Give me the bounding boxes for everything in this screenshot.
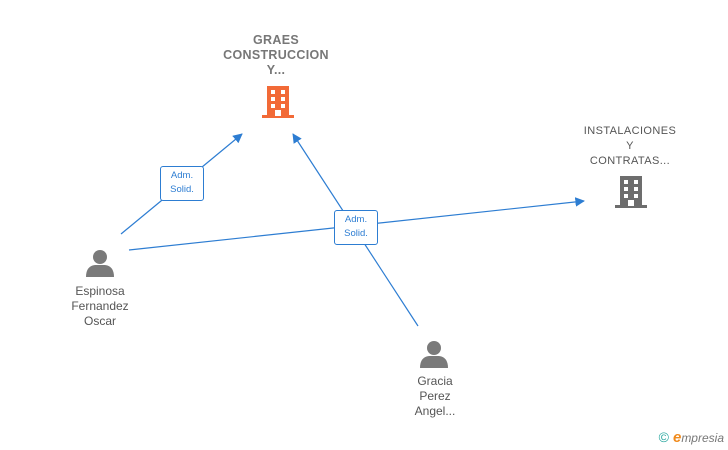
person-label-gracia[interactable]: Gracia Perez Angel... [380,374,490,419]
label-line: CONSTRUCCION [223,48,329,62]
label-line: Y [626,140,634,152]
person-icon[interactable] [420,341,448,368]
building-icon[interactable] [615,176,647,208]
label-line: Y... [266,63,286,77]
edge-label-line: Solid. [344,228,368,239]
label-line: Gracia [417,374,453,388]
edge-label-adm-solid[interactable]: Adm. Solid. [334,210,378,245]
label-line: Perez [419,389,451,403]
company-label-instalaciones[interactable]: INSTALACIONES Y CONTRATAS... [570,124,690,169]
company-label-graes[interactable]: GRAES CONSTRUCCION Y... [206,33,346,78]
label-line: Espinosa [75,284,125,298]
label-line: GRAES [253,33,299,47]
label-line: Angel... [414,404,456,418]
label-line: Fernandez [71,299,129,313]
edge-label-line: Adm. [344,214,368,225]
brand-logo-e: e [672,429,682,446]
brand-name: mpresia [681,431,724,445]
label-line: Oscar [83,314,116,328]
building-icon[interactable] [262,86,294,118]
label-line: CONTRATAS... [589,155,671,167]
copyright-icon: © [658,429,669,445]
brand-footer: ©empresia [659,429,724,446]
edge-label-adm-solid[interactable]: Adm. Solid. [160,166,204,201]
person-icon[interactable] [86,250,114,277]
edge-label-line: Adm. [170,170,194,181]
person-label-espinosa[interactable]: Espinosa Fernandez Oscar [45,284,155,329]
edge-label-line: Solid. [170,184,194,195]
label-line: INSTALACIONES [583,125,677,137]
